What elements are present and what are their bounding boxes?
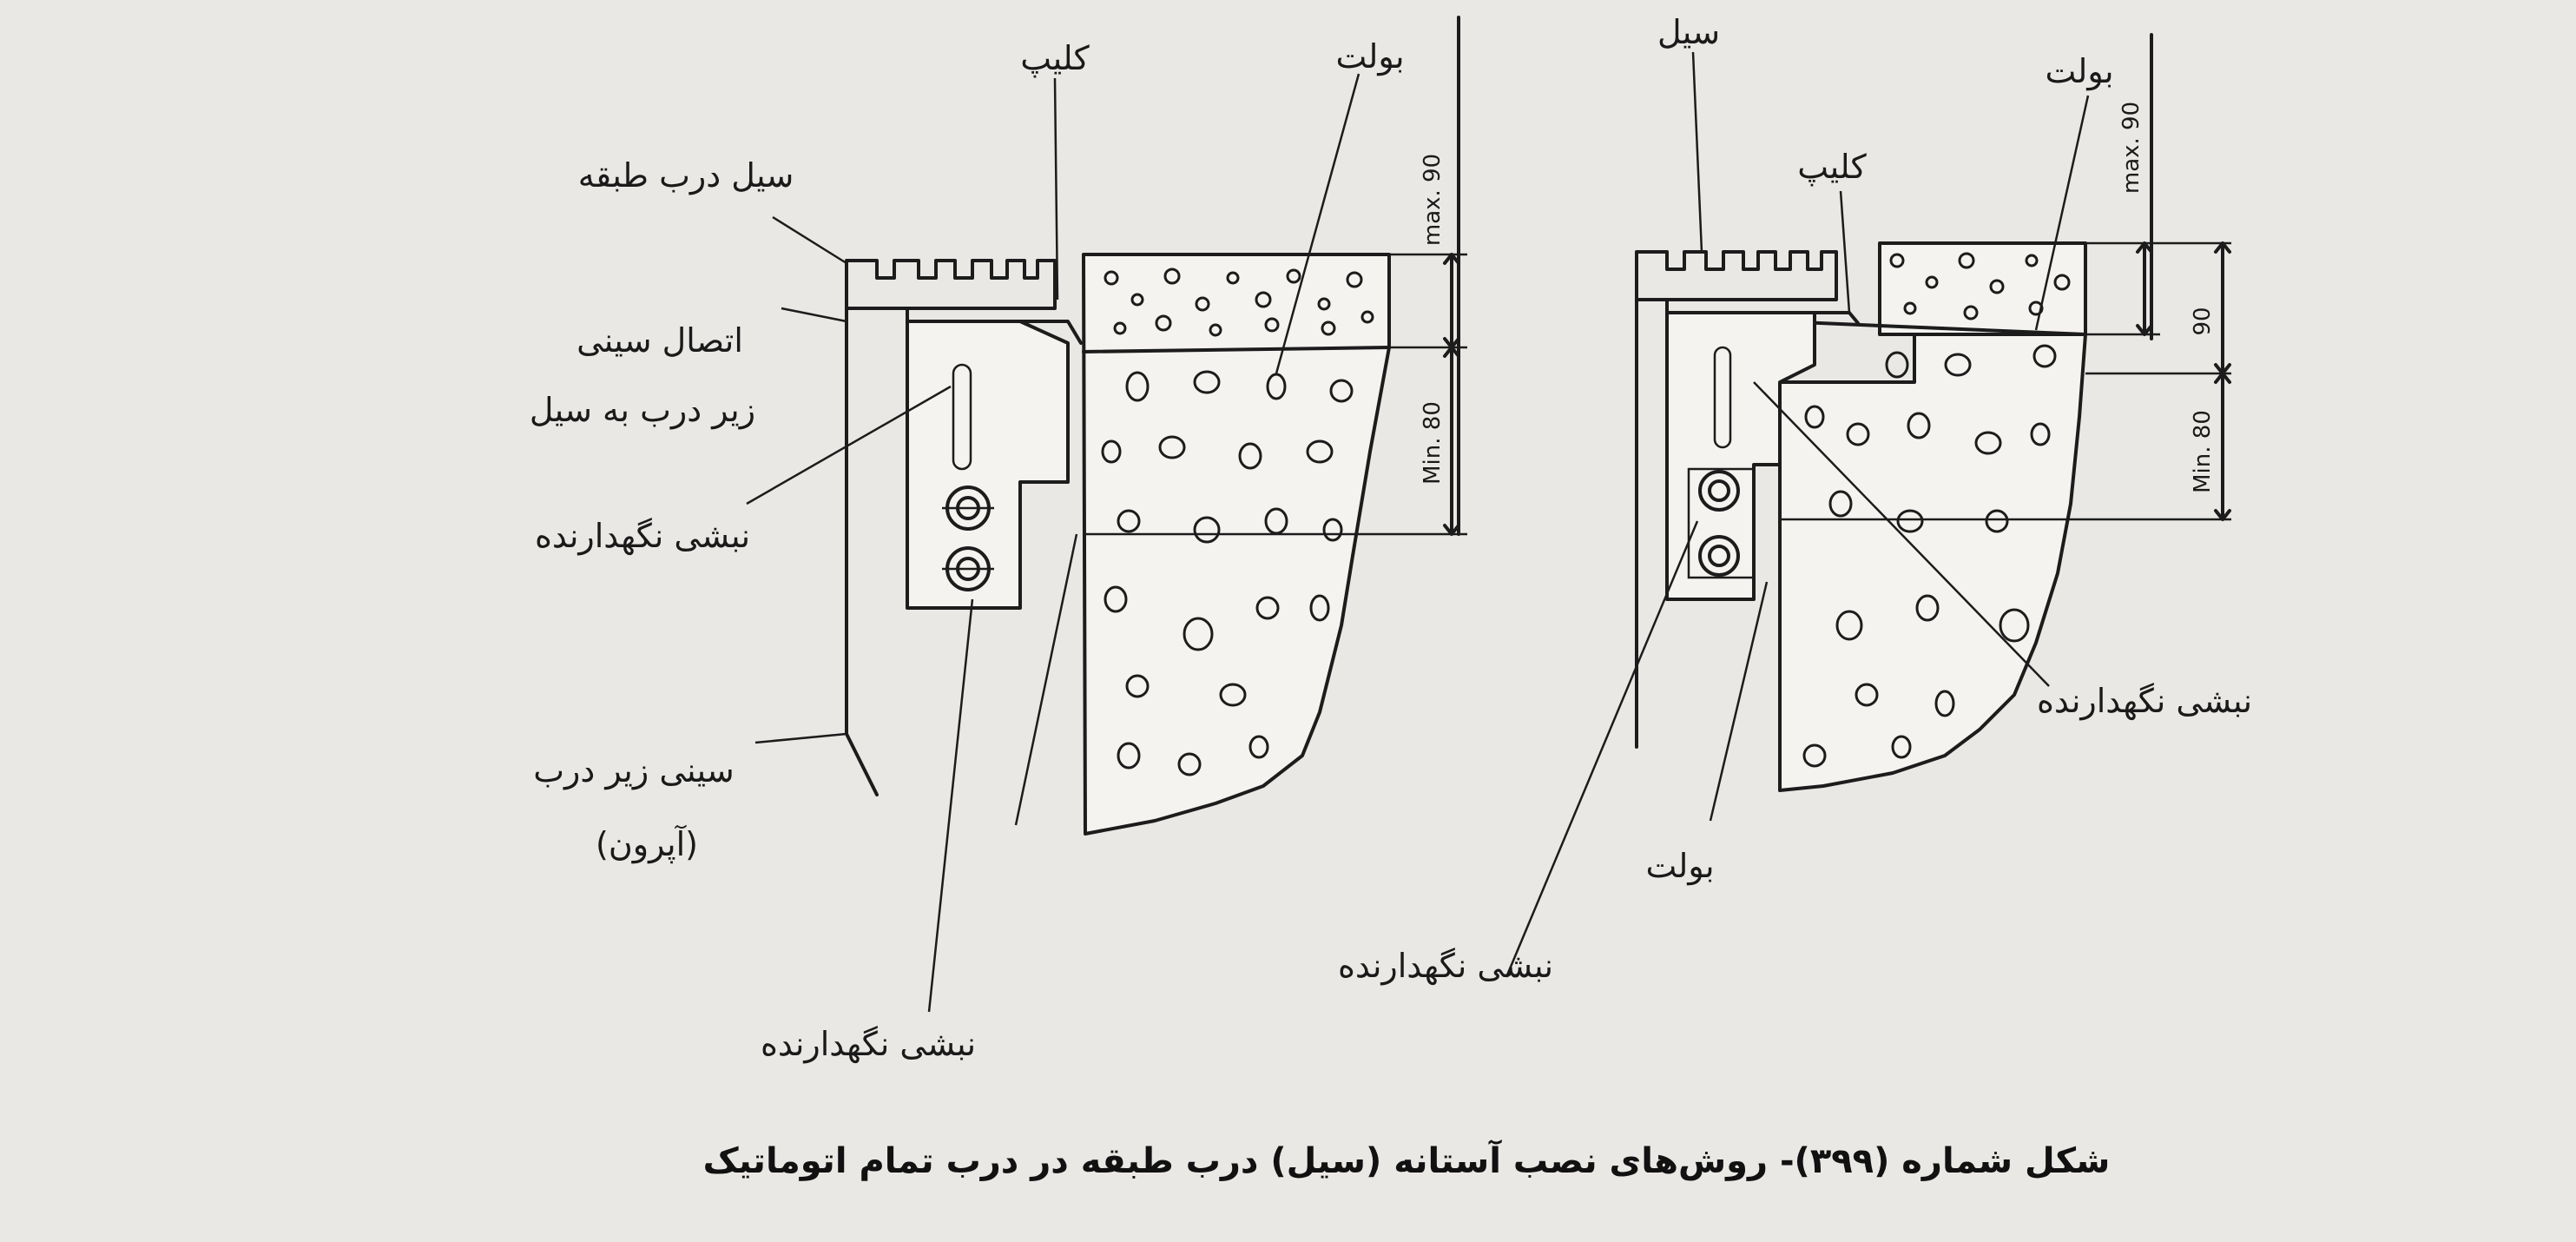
right-dim-90: 90: [2190, 307, 2216, 335]
left-sill-profile: [845, 259, 1057, 310]
left-labels: کلیپ بولت سیل درب طبقه اتصال سینی زیر در…: [530, 37, 1446, 1064]
left-label-bolt: بولت: [1335, 37, 1404, 76]
right-screed-aggregate: [1889, 252, 2071, 320]
right-figure: [1505, 33, 2231, 978]
left-label-connection-line1: اتصال سینی: [576, 321, 743, 360]
right-bracket-slot: [1713, 346, 1732, 449]
right-label-bracket-bottom: نبشی نگهدارنده: [1338, 947, 1553, 986]
left-label-bracket-lower: نبشی نگهدارنده: [761, 1025, 976, 1064]
left-screed-aggregate: [1104, 268, 1374, 337]
right-label-bolt-top: بولت: [2045, 52, 2113, 91]
right-label-bracket-right: نبشی نگهدارنده: [2037, 682, 2252, 721]
left-bracket-angle: [906, 320, 1070, 610]
right-labels: سیل بولت کلیپ نبشی نگهدارنده بولت نبشی ن…: [1338, 13, 2252, 986]
left-label-apron-line2: (آپرون): [596, 824, 698, 864]
left-concrete-slab: [1082, 253, 1391, 836]
right-bolts: [1687, 467, 1756, 579]
left-dim-max: max. 90: [1420, 154, 1446, 246]
left-finish-line: [1082, 346, 1391, 353]
left-bracket-slot: [952, 363, 972, 471]
left-bolts: [942, 486, 994, 591]
right-concrete-aggregate: [1802, 344, 2057, 768]
right-sill-profile: [1635, 250, 1838, 301]
left-figure: [746, 16, 1467, 1013]
figure-caption: شکل شماره (۳۹۹)- روش‌های نصب آستانه (سیل…: [703, 1139, 2111, 1181]
left-dimensions: [1084, 16, 1467, 536]
right-concrete-slab: [1778, 333, 2087, 792]
left-label-bracket-upper: نبشی نگهدارنده: [535, 517, 750, 556]
left-leader-lines: [746, 73, 1360, 1013]
left-label-clip: کلیپ: [1020, 39, 1090, 77]
right-label-bolt-bottom: بولت: [1645, 847, 1714, 886]
right-leader-lines: [1505, 51, 2090, 978]
left-label-apron-line1: سینی زیر درب: [533, 751, 735, 790]
right-dim-max: max. 90: [2118, 102, 2144, 194]
right-dimensions: [1780, 33, 2231, 521]
left-apron: [845, 307, 879, 796]
left-label-landing-door-sill: سیل درب طبقه: [578, 156, 794, 195]
left-label-connection-line2: زیر درب به سیل: [530, 391, 755, 430]
left-concrete-aggregate: [1101, 370, 1354, 776]
right-label-clip: کلیپ: [1797, 148, 1867, 186]
right-dim-min: Min. 80: [2190, 410, 2216, 493]
right-label-sill: سیل: [1657, 13, 1720, 51]
left-dim-min: Min. 80: [1420, 401, 1446, 485]
right-screed-block: [1878, 241, 2087, 336]
right-bracket-angle: [1665, 311, 1816, 601]
